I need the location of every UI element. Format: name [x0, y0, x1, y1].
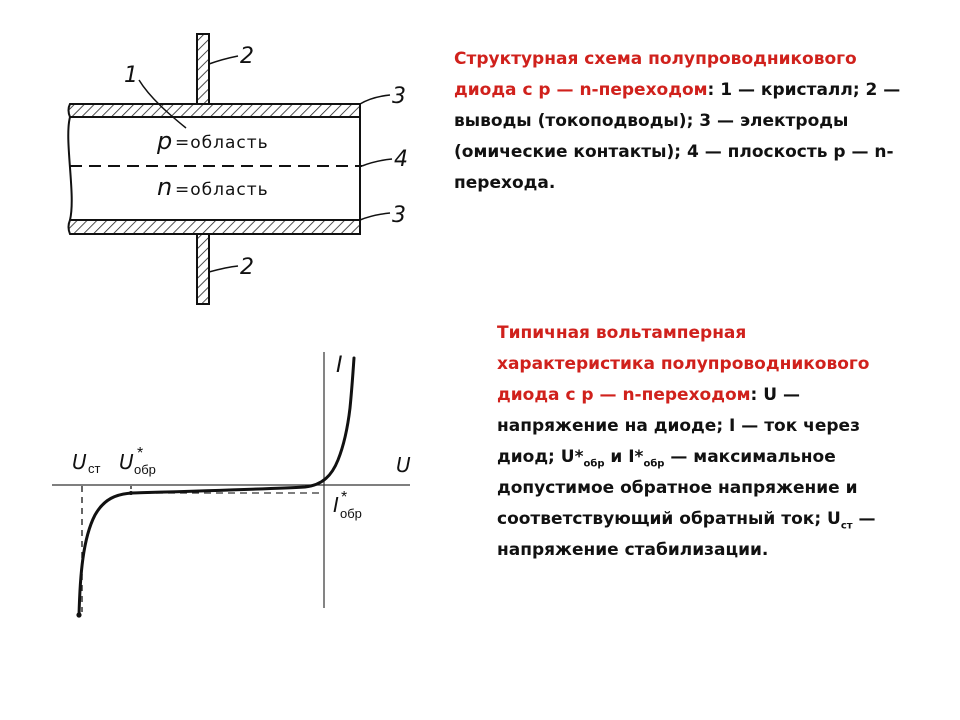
iv-curve — [77, 356, 356, 618]
iv-characteristic-chart: I U U ст U * обр I * обр — [52, 352, 411, 618]
u-st-subscript: ст — [88, 461, 101, 476]
u-obr-star: * — [137, 445, 143, 462]
label-4: 4 — [394, 147, 408, 172]
i-obr-label: I — [333, 493, 339, 517]
crystal-left-edge — [67, 116, 73, 221]
top-electrode — [67, 103, 361, 118]
p-region-letter: p — [156, 127, 172, 155]
label-2-bottom: 2 — [240, 255, 254, 280]
label-2-top: 2 — [240, 44, 254, 69]
leader-4 — [361, 158, 393, 167]
n-region-letter: n — [157, 173, 172, 201]
iv-caption-part2: и I* — [604, 447, 644, 467]
n-region-text: =область — [175, 180, 269, 200]
iv-caption-sub2: обр — [643, 458, 665, 470]
structure-caption-body: : 1 — кристалл; 2 — выводы (токоподводы)… — [454, 80, 901, 193]
leader-2-bottom — [208, 265, 239, 273]
top-lead — [196, 33, 210, 105]
leader-3-top — [359, 94, 391, 105]
label-3-bottom: 3 — [392, 203, 406, 228]
structure-caption: Структурная схема полупроводникового дио… — [454, 44, 914, 199]
bottom-electrode — [67, 219, 361, 235]
iv-caption-part1: : U — напряжение на диоде; I — ток через… — [497, 385, 860, 467]
label-1: 1 — [124, 63, 138, 88]
i-obr-point — [129, 491, 133, 495]
p-region-text: =область — [175, 133, 269, 153]
bottom-lead — [196, 233, 210, 305]
iv-caption-title: Типичная вольтамперная характеристика по… — [497, 323, 870, 405]
structure-caption-title: Структурная схема полупроводникового дио… — [454, 49, 857, 100]
u-obr-label: U — [119, 450, 134, 474]
i-obr-subscript: обр — [340, 506, 362, 521]
x-axis-label: U — [396, 453, 411, 477]
leader-2-top — [208, 55, 239, 65]
iv-caption: Типичная вольтамперная характеристика по… — [497, 318, 897, 566]
iv-caption-sub3: ст — [840, 520, 853, 532]
u-st-label: U — [72, 450, 87, 474]
i-obr-star: * — [341, 489, 347, 506]
iv-caption-part4: — напряжение стабилизации. — [497, 509, 876, 560]
iv-caption-sub1: обр — [583, 458, 605, 470]
leader-1 — [138, 79, 187, 129]
iv-caption-part3: — максимальное допустимое обратное напря… — [497, 447, 858, 529]
label-3-top: 3 — [392, 84, 406, 109]
y-axis-label: I — [336, 353, 343, 378]
curve-end-point — [76, 612, 82, 618]
leader-3-bottom — [359, 212, 391, 221]
u-obr-subscript: обр — [134, 462, 156, 477]
